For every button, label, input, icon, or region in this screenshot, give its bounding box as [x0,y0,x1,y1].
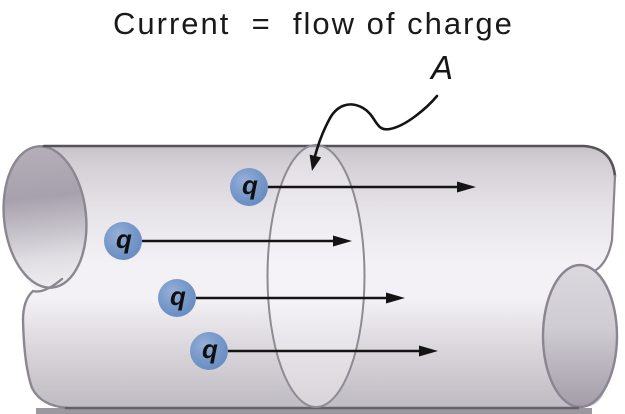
wire-body [6,146,617,408]
area-pointer-arrow [309,94,439,171]
charge-arrow [196,292,405,304]
charge-label: q [202,333,218,364]
charge-arrow [268,181,476,193]
cross-section-ellipse [266,144,366,408]
area-label: A [431,49,454,86]
figure-title: Current = flow of charge [113,6,514,41]
charge-label: q [170,280,186,311]
wire-bottom-shadow [36,408,592,414]
wire-right-end-cap [541,263,619,409]
charge-circle: q [190,332,228,370]
wire-top-edge [42,144,617,178]
wire-left-lower-outline [21,277,70,410]
wire-left-end-cap [2,145,88,289]
charge-circle: q [230,168,268,206]
charge-label: q [116,223,132,254]
charge-label: q [242,169,258,200]
charge-arrow [228,345,438,357]
charge-circle: q [104,222,142,260]
charge-circle: q [158,279,196,317]
charge-arrows [142,181,476,357]
charge-arrow [142,235,352,247]
wire-right-edge [594,174,617,272]
